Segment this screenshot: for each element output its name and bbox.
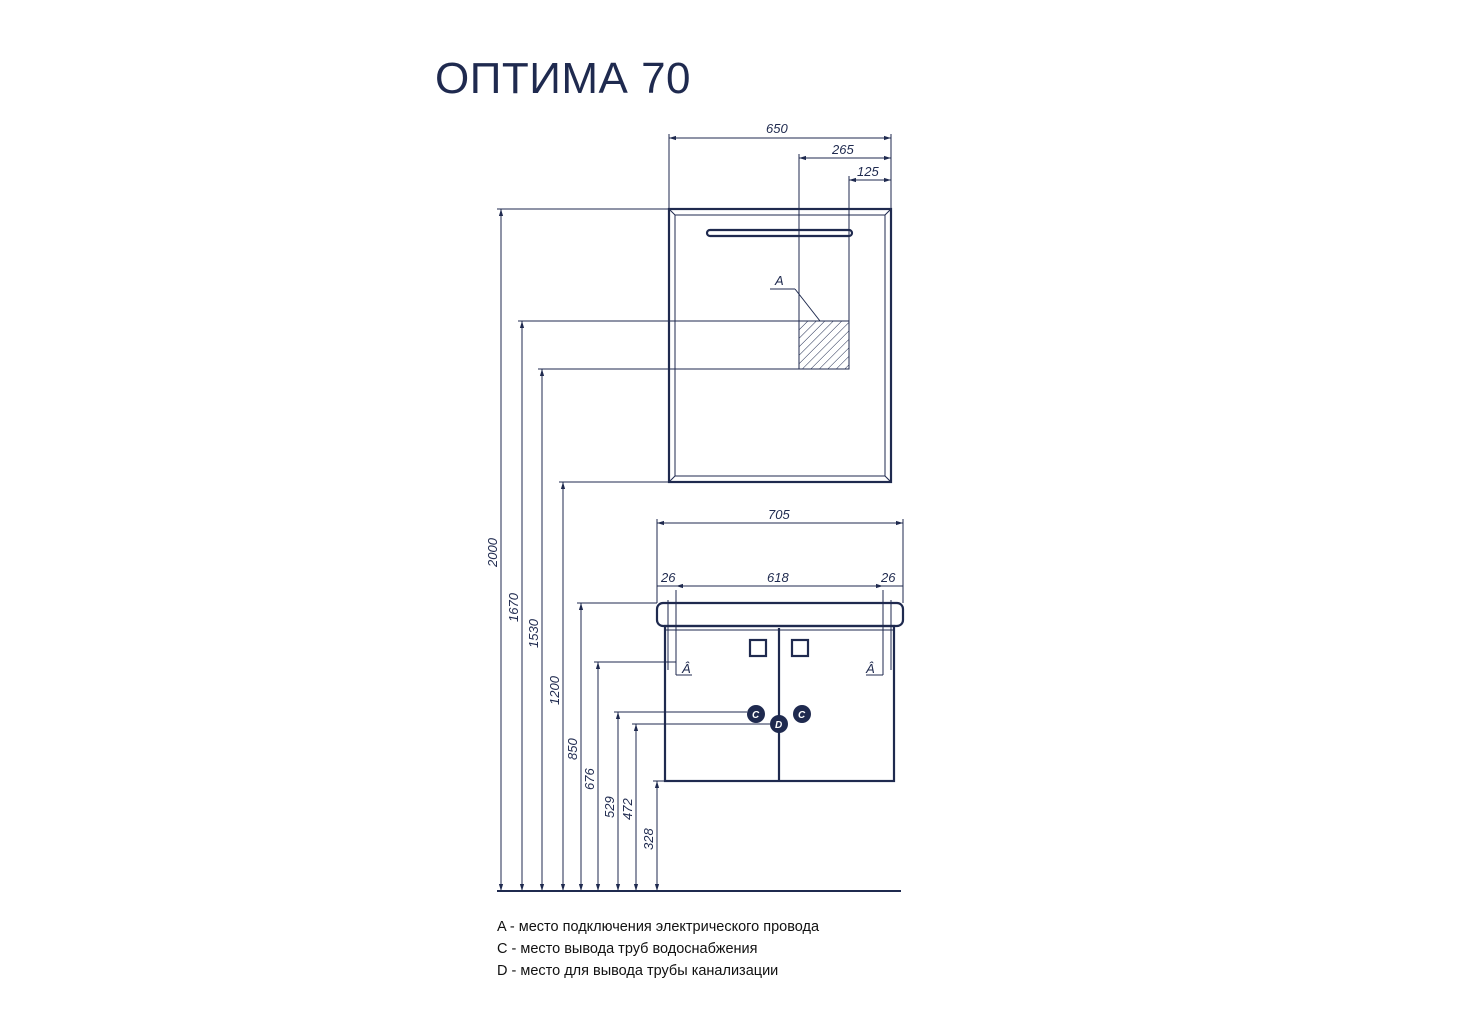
dim-472: 472: [620, 798, 635, 820]
marker-d-label: D: [775, 720, 782, 731]
marker-a-mirror-label: A: [774, 273, 784, 288]
dim-125: 125: [857, 164, 879, 179]
dim-265: 265: [831, 142, 854, 157]
cabinet-horizontal-dimensions: 705 26 618 26: [656, 507, 904, 603]
mirror-corner-tl: [668, 208, 676, 216]
legend: A - место подключения электрического про…: [497, 919, 820, 979]
cabinet: Â Â C C D: [655, 590, 905, 783]
marker-d: [770, 715, 788, 733]
mirror-outer-frame: [667, 207, 893, 484]
dim-618: 618: [767, 570, 789, 585]
left-door-handle: [748, 638, 768, 658]
right-door-handle: [790, 638, 810, 658]
dim-705: 705: [768, 507, 790, 522]
legend-item-d: D - место для вывода трубы канализации: [497, 963, 778, 979]
legend-item-c: C - место вывода труб водоснабжения: [497, 941, 757, 957]
drawing-title: ОПТИМА 70: [435, 54, 691, 103]
washbasin-top: [655, 601, 905, 628]
mirror-corner-tr: [884, 208, 892, 216]
dim-26-left: 26: [660, 570, 676, 585]
electric-connection-area: [798, 320, 850, 370]
dim-650: 650: [766, 121, 788, 136]
marker-a-cabinet-left: Â: [681, 661, 691, 676]
mirror-lamp: [705, 228, 854, 238]
dim-2000: 2000: [485, 537, 500, 568]
height-dimensions: 2000 1670 1530 1200 850 676 529 472 328: [485, 208, 799, 891]
dim-850: 850: [565, 738, 580, 760]
dim-676: 676: [582, 768, 597, 790]
marker-c-right: [793, 705, 811, 723]
dim-1530: 1530: [526, 618, 541, 648]
marker-c-right-label: C: [798, 710, 806, 721]
marker-a-cabinet-right: Â: [865, 661, 875, 676]
mirror-corner-bl: [668, 475, 676, 483]
dim-328: 328: [641, 828, 656, 850]
mirror-inner-frame: [674, 214, 886, 477]
dim-529: 529: [602, 796, 617, 818]
mirror-corner-br: [884, 475, 892, 483]
marker-c-left-label: C: [752, 710, 760, 721]
legend-item-a: A - место подключения электрического про…: [497, 919, 820, 935]
mirror-horizontal-dimensions: 650 265 125: [668, 121, 892, 321]
dim-26-right: 26: [880, 570, 896, 585]
dim-1200: 1200: [547, 675, 562, 705]
marker-c-left: [747, 705, 765, 723]
mirror: A: [667, 207, 893, 484]
dim-1670: 1670: [506, 592, 521, 622]
